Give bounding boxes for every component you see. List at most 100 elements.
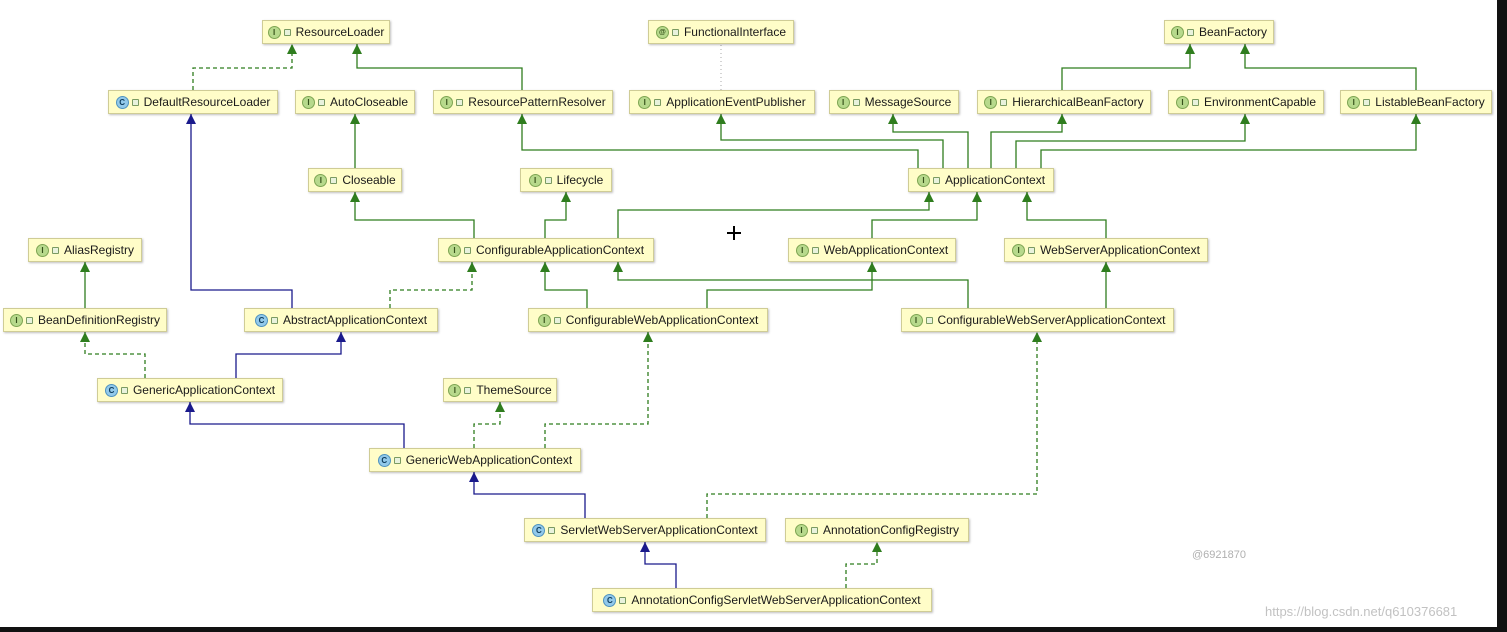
visibility-icon: [393, 456, 401, 464]
interface-icon: I: [1347, 95, 1361, 109]
visibility-icon: [1028, 246, 1036, 254]
annotation-icon: @: [655, 25, 669, 39]
edge-extends-interface: [1040, 114, 1421, 168]
edge-extends-interface: [1022, 192, 1107, 238]
visibility-icon: [811, 246, 819, 254]
node-label: GenericWebApplicationContext: [405, 453, 573, 467]
edge-implements: [845, 542, 882, 588]
arrowhead-icon: [336, 332, 346, 342]
crosshair-cursor-icon: [727, 226, 741, 240]
interface-icon: I: [267, 25, 281, 39]
interface-icon: I: [1170, 25, 1184, 39]
arrowhead-icon: [469, 472, 479, 482]
node-functional-interface[interactable]: @ FunctionalInterface: [648, 20, 794, 44]
arrowhead-icon: [613, 262, 623, 272]
interface-icon: I: [1175, 95, 1189, 109]
class-icon: C: [254, 313, 268, 327]
arrowhead-icon: [1240, 114, 1250, 124]
edge-implements: [80, 332, 146, 378]
arrowhead-icon: [1101, 262, 1111, 272]
arrowhead-icon: [716, 114, 726, 124]
edge-extends-interface: [1240, 44, 1417, 90]
edge-extends-class: [640, 542, 677, 588]
arrowhead-icon: [872, 542, 882, 552]
edge-extends-class: [185, 402, 405, 448]
edge-extends-interface: [716, 114, 944, 168]
arrowhead-icon: [517, 114, 527, 124]
edge-extends-interface: [517, 114, 919, 168]
interface-icon: I: [794, 523, 808, 537]
arrowhead-icon: [972, 192, 982, 202]
node-label: ServletWebServerApplicationContext: [560, 523, 758, 537]
arrowhead-icon: [1032, 332, 1042, 342]
edge-extends-class: [186, 114, 293, 308]
window-edge-bottom: [0, 627, 1507, 632]
node-label: AliasRegistry: [63, 243, 135, 257]
interface-icon: I: [528, 173, 542, 187]
edge-extends-interface: [1015, 114, 1250, 168]
node-abstract-application-context[interactable]: C AbstractApplicationContext: [244, 308, 438, 332]
visibility-icon: [1191, 98, 1199, 106]
edge-extends-interface: [540, 262, 588, 308]
interface-icon: I: [638, 95, 652, 109]
visibility-icon: [925, 316, 933, 324]
node-label: AbstractApplicationContext: [282, 313, 428, 327]
node-servlet-web-server-application-context[interactable]: C ServletWebServerApplicationContext: [524, 518, 766, 542]
visibility-icon: [544, 176, 552, 184]
class-icon: C: [377, 453, 391, 467]
interface-icon: I: [440, 95, 454, 109]
visibility-icon: [283, 28, 291, 36]
arrowhead-icon: [1057, 114, 1067, 124]
visibility-icon: [51, 246, 59, 254]
visibility-icon: [270, 316, 278, 324]
node-label: FunctionalInterface: [683, 25, 787, 39]
interface-icon: I: [836, 95, 850, 109]
arrowhead-icon: [540, 262, 550, 272]
node-label: ConfigurableWebApplicationContext: [565, 313, 759, 327]
edge-extends-interface: [352, 44, 523, 90]
node-configurable-web-application-context[interactable]: I ConfigurableWebApplicationContext: [528, 308, 768, 332]
arrowhead-icon: [185, 402, 195, 412]
visibility-icon: [463, 246, 471, 254]
interface-icon: I: [537, 313, 551, 327]
node-generic-web-application-context[interactable]: C GenericWebApplicationContext: [369, 448, 581, 472]
edge-extends-interface: [871, 192, 982, 238]
edge-implements: [473, 402, 505, 448]
arrowhead-icon: [640, 542, 650, 552]
arrowhead-icon: [80, 262, 90, 272]
visibility-icon: [671, 28, 679, 36]
interface-icon: I: [984, 95, 998, 109]
interface-icon: I: [447, 243, 461, 257]
class-icon: C: [532, 523, 546, 537]
visibility-icon: [131, 98, 139, 106]
edge-extends-interface: [350, 192, 475, 238]
arrowhead-icon: [1411, 114, 1421, 124]
arrowhead-icon: [287, 44, 297, 54]
node-label: GenericApplicationContext: [132, 383, 276, 397]
visibility-icon: [456, 98, 464, 106]
